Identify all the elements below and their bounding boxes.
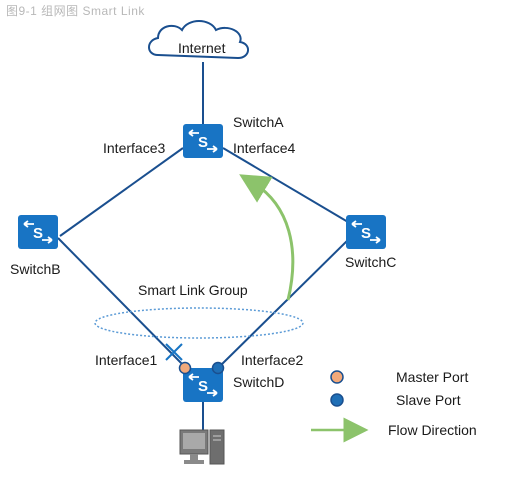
legend-slave-swatch [330, 393, 344, 407]
pc-icon [179, 429, 225, 465]
switch-b-icon: S [18, 215, 58, 249]
svg-text:S: S [361, 225, 371, 242]
internet-cloud-icon [148, 20, 249, 60]
legend-slave-label: Slave Port [396, 392, 461, 408]
switch-b-label: SwitchB [10, 261, 61, 277]
legend-flow-label: Flow Direction [388, 422, 477, 438]
slave-port-marker [211, 361, 225, 375]
switch-c-icon: S [346, 215, 386, 249]
switch-d-icon: S [183, 368, 223, 402]
flow-direction-arrow [239, 174, 295, 301]
link-switcha-switchb [59, 147, 184, 237]
interface3-label: Interface3 [103, 140, 166, 156]
link-switcha-switchc [222, 147, 349, 223]
faded-header: 图9-1 组网图 Smart Link [6, 4, 145, 18]
legend-master-label: Master Port [396, 369, 469, 385]
interface1-label: Interface1 [95, 352, 158, 368]
switch-a-label: SwitchA [233, 114, 284, 130]
svg-text:S: S [33, 225, 43, 242]
svg-text:S: S [198, 134, 208, 151]
internet-label: Internet [178, 40, 226, 56]
legend-master-swatch [330, 370, 344, 384]
switch-c-label: SwitchC [345, 254, 397, 270]
link-switchc-switchd [217, 235, 353, 369]
switch-d-label: SwitchD [233, 374, 285, 390]
smart-link-group-ellipse [94, 307, 304, 339]
smart-link-group-label: Smart Link Group [138, 282, 248, 298]
interface4-label: Interface4 [233, 140, 296, 156]
switch-a-icon: S [183, 124, 223, 158]
svg-text:S: S [198, 378, 208, 395]
blocked-link-mark [165, 343, 183, 361]
master-port-marker [178, 361, 192, 375]
interface2-label: Interface2 [241, 352, 304, 368]
link-switchb-switchd [57, 237, 187, 369]
